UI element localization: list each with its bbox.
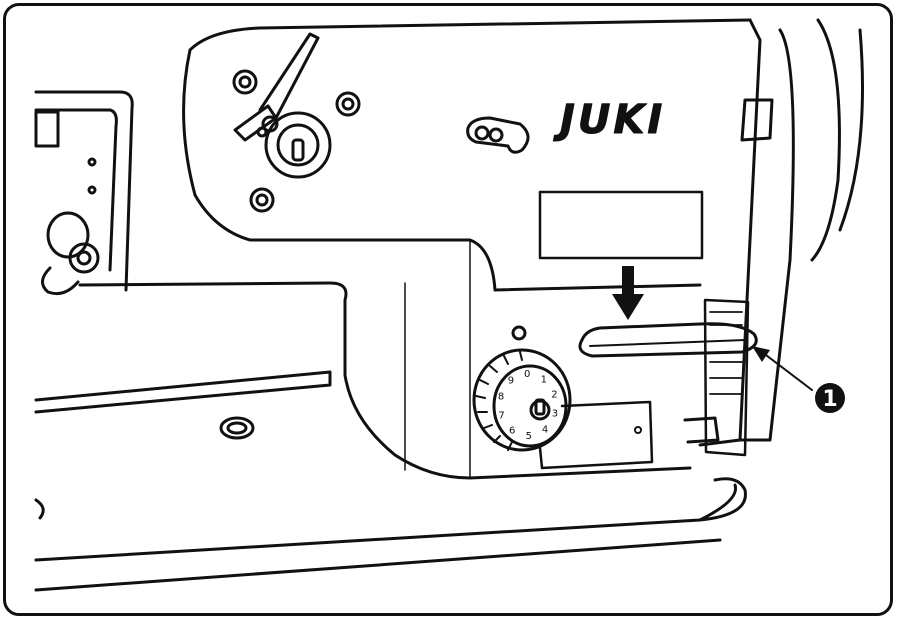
push-down-arrow — [612, 266, 644, 320]
tension-assembly — [232, 32, 361, 213]
thread-guide — [466, 116, 530, 154]
machine-arm — [78, 18, 864, 480]
dial-number: 1 — [541, 374, 547, 385]
dial-number: 7 — [498, 410, 504, 421]
callout-leader — [752, 346, 813, 391]
scale-screw — [634, 426, 642, 434]
left-side-plate — [34, 90, 134, 296]
dial-number: 4 — [542, 425, 548, 436]
callout-badge — [815, 383, 845, 413]
dial-number: 9 — [508, 375, 514, 386]
dial-number: 0 — [524, 369, 530, 380]
screw — [511, 325, 527, 341]
dial-number: 3 — [552, 409, 558, 420]
dial-number: 2 — [551, 390, 557, 401]
reverse-feed-lever — [578, 298, 758, 457]
callout-number: 1 — [822, 387, 837, 412]
dial-number: 5 — [526, 431, 532, 442]
label-plate — [538, 190, 704, 260]
rounded-frame — [3, 3, 893, 616]
stitch-length-dial — [472, 348, 572, 452]
scale-plate — [538, 400, 654, 470]
table-bed — [34, 370, 747, 592]
dial-number: 6 — [509, 426, 515, 437]
brand-logo-text: JUKI — [553, 97, 665, 143]
dial-number: 8 — [498, 391, 504, 402]
